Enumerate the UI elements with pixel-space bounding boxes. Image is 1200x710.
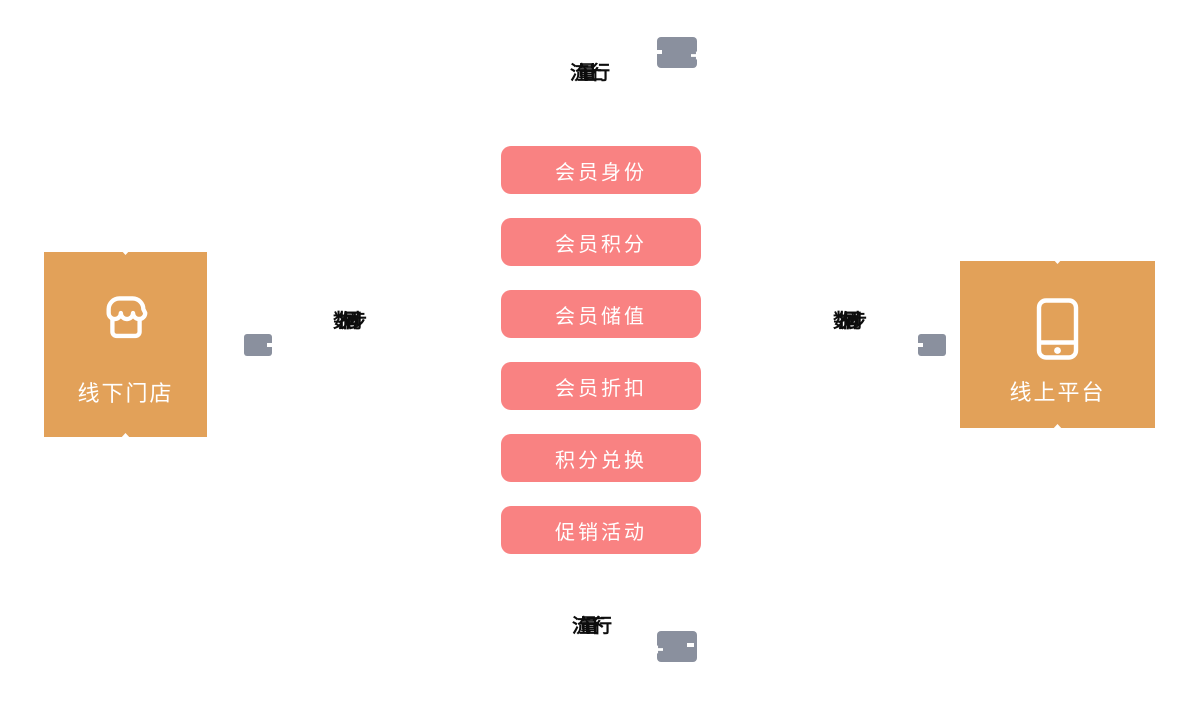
arrow-fragment — [654, 645, 663, 654]
arrow-fragment — [1051, 257, 1064, 264]
online-platform-label: 线上平台 — [1009, 380, 1106, 405]
sync-left-badge-icon — [244, 334, 276, 356]
feature-pill-points-redeem: 积分兑换 — [501, 434, 701, 482]
smartphone-icon — [1035, 297, 1080, 366]
flow-bottom-label: 流量下行 — [572, 616, 612, 637]
offline-store-node: 线下门店 — [44, 248, 207, 440]
storefront-icon — [95, 290, 157, 355]
arrow-fragment — [913, 343, 923, 347]
feature-pill-member-stored-value: 会员储值 — [501, 290, 701, 338]
arrow-fragment — [1051, 424, 1064, 431]
flow-top-label: 流量上行 — [570, 63, 610, 84]
arrow-fragment — [691, 51, 700, 60]
arrow-fragment — [655, 50, 662, 54]
feature-pill-promotions: 促销活动 — [501, 506, 701, 554]
arrow-fragment — [119, 248, 132, 255]
feature-pill-member-discount: 会员折扣 — [501, 362, 701, 410]
arrow-fragment — [119, 433, 132, 440]
arrow-down-badge-icon — [654, 631, 697, 662]
offline-store-label: 线下门店 — [77, 381, 174, 406]
arrow-fragment — [687, 643, 694, 647]
sync-left-label: 数据同步 — [333, 311, 367, 332]
sync-right-badge-icon — [913, 334, 946, 356]
arrow-fragment — [267, 343, 276, 347]
feature-list: 会员身份 会员积分 会员储值 会员折扣 积分兑换 促销活动 — [501, 146, 701, 554]
feature-pill-member-points: 会员积分 — [501, 218, 701, 266]
sync-right-label: 数据同步 — [833, 311, 867, 332]
online-platform-node: 线上平台 — [960, 257, 1155, 431]
feature-pill-member-identity: 会员身份 — [501, 146, 701, 194]
arrow-up-badge-icon — [655, 37, 700, 68]
